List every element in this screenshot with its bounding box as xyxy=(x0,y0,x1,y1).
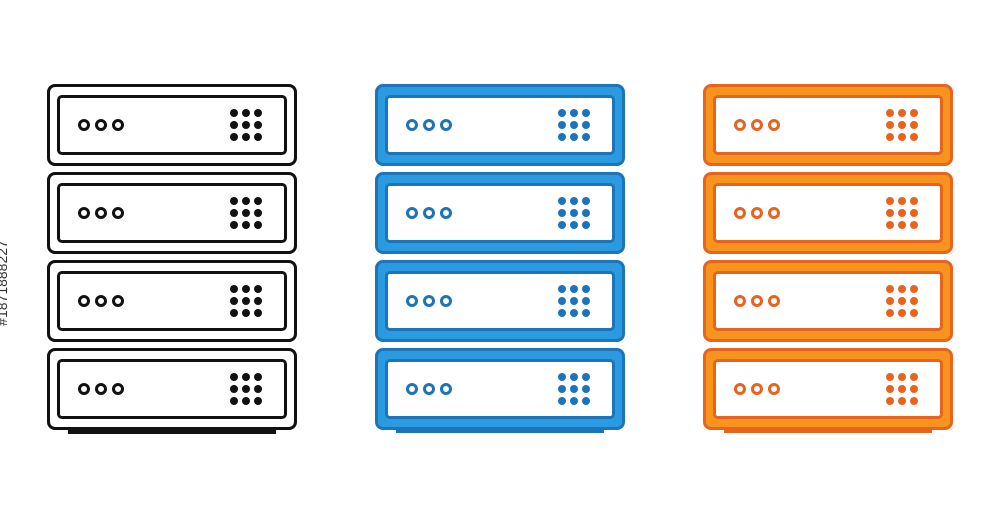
server-unit xyxy=(47,84,297,166)
indicator-leds xyxy=(734,295,780,307)
vent-grid xyxy=(230,285,262,317)
vent-grid xyxy=(886,109,918,141)
server-unit xyxy=(703,84,953,166)
server-unit xyxy=(703,260,953,342)
vent-grid xyxy=(886,197,918,229)
server-rack-icon-orange xyxy=(703,84,953,433)
vent-grid xyxy=(886,373,918,405)
indicator-leds xyxy=(734,383,780,395)
vent-grid xyxy=(558,285,590,317)
indicator-leds xyxy=(734,119,780,131)
indicator-leds xyxy=(406,295,452,307)
indicator-leds xyxy=(734,207,780,219)
server-panel xyxy=(713,359,943,419)
server-panel xyxy=(713,95,943,155)
server-panel xyxy=(57,271,287,331)
server-panel xyxy=(57,359,287,419)
rack-base xyxy=(396,427,604,433)
server-unit xyxy=(47,260,297,342)
indicator-leds xyxy=(406,207,452,219)
indicator-leds xyxy=(406,119,452,131)
indicator-leds xyxy=(406,383,452,395)
server-panel xyxy=(385,95,615,155)
server-unit xyxy=(47,348,297,434)
vent-grid xyxy=(230,373,262,405)
server-unit xyxy=(375,260,625,342)
server-unit xyxy=(703,172,953,254)
indicator-leds xyxy=(78,207,124,219)
rack-base xyxy=(724,427,932,433)
server-panel xyxy=(385,271,615,331)
server-panel xyxy=(57,95,287,155)
server-panel xyxy=(385,359,615,419)
vent-grid xyxy=(230,197,262,229)
server-unit xyxy=(375,348,625,433)
server-panel xyxy=(385,183,615,243)
rack-base xyxy=(68,430,276,434)
server-unit xyxy=(375,172,625,254)
vent-grid xyxy=(886,285,918,317)
indicator-leds xyxy=(78,119,124,131)
server-unit xyxy=(703,348,953,433)
server-rack-icon-blue xyxy=(375,84,625,433)
indicator-leds xyxy=(78,295,124,307)
server-rack-icon-outline xyxy=(47,84,297,434)
indicator-leds xyxy=(78,383,124,395)
server-panel xyxy=(713,271,943,331)
vent-grid xyxy=(558,197,590,229)
vent-grid xyxy=(558,109,590,141)
server-unit xyxy=(47,172,297,254)
server-unit xyxy=(375,84,625,166)
vent-grid xyxy=(230,109,262,141)
vent-grid xyxy=(558,373,590,405)
server-panel xyxy=(713,183,943,243)
server-panel xyxy=(57,183,287,243)
